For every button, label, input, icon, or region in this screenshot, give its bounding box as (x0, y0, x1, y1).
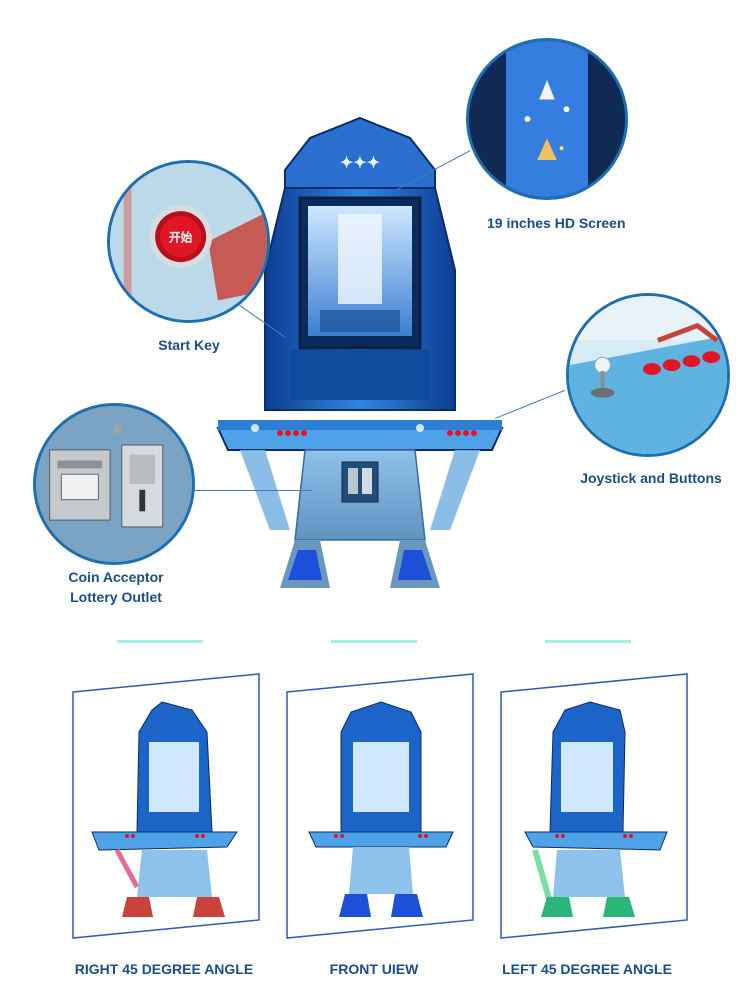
divider-right (545, 640, 631, 643)
arcade-cabinet-main-image: ✦✦✦ (210, 110, 510, 610)
leader-line-coin (192, 490, 312, 491)
view-front-frame (281, 672, 481, 940)
coin-acceptor-callout (33, 403, 195, 565)
start-key-button-text: 开始 (169, 231, 193, 245)
coin-acceptor-label-line1: Coin Acceptor (68, 569, 164, 585)
divider-left (117, 640, 203, 643)
cabinet-front-image (308, 701, 454, 917)
cabinet-right-45-image (91, 701, 238, 917)
view-left-45-frame (495, 672, 695, 940)
view-right-45-frame (67, 672, 267, 940)
joystick-closeup-image (569, 296, 727, 454)
joystick-callout (566, 293, 730, 457)
start-key-closeup-image: 开始 (110, 163, 267, 320)
start-key-callout: 开始 (107, 160, 270, 323)
view-left-45-label: LEFT 45 DEGREE ANGLE (502, 961, 672, 977)
hd-screen-closeup-image (469, 41, 625, 197)
coin-acceptor-label-line2: Lottery Outlet (70, 589, 162, 605)
divider-center (331, 640, 417, 643)
svg-text:✦✦✦: ✦✦✦ (340, 155, 380, 172)
start-key-label: Start Key (158, 337, 220, 353)
cabinet-left-45-image (524, 701, 668, 917)
joystick-label: Joystick and Buttons (580, 470, 722, 486)
coin-acceptor-closeup-image (36, 406, 192, 562)
view-right-45-label: RIGHT 45 DEGREE ANGLE (74, 961, 254, 977)
coin-acceptor-label: Coin Acceptor Lottery Outlet (56, 567, 176, 607)
view-front-label: FRONT UIEW (329, 961, 419, 977)
hd-screen-callout (466, 38, 628, 200)
hd-screen-label: 19 inches HD Screen (487, 215, 626, 231)
